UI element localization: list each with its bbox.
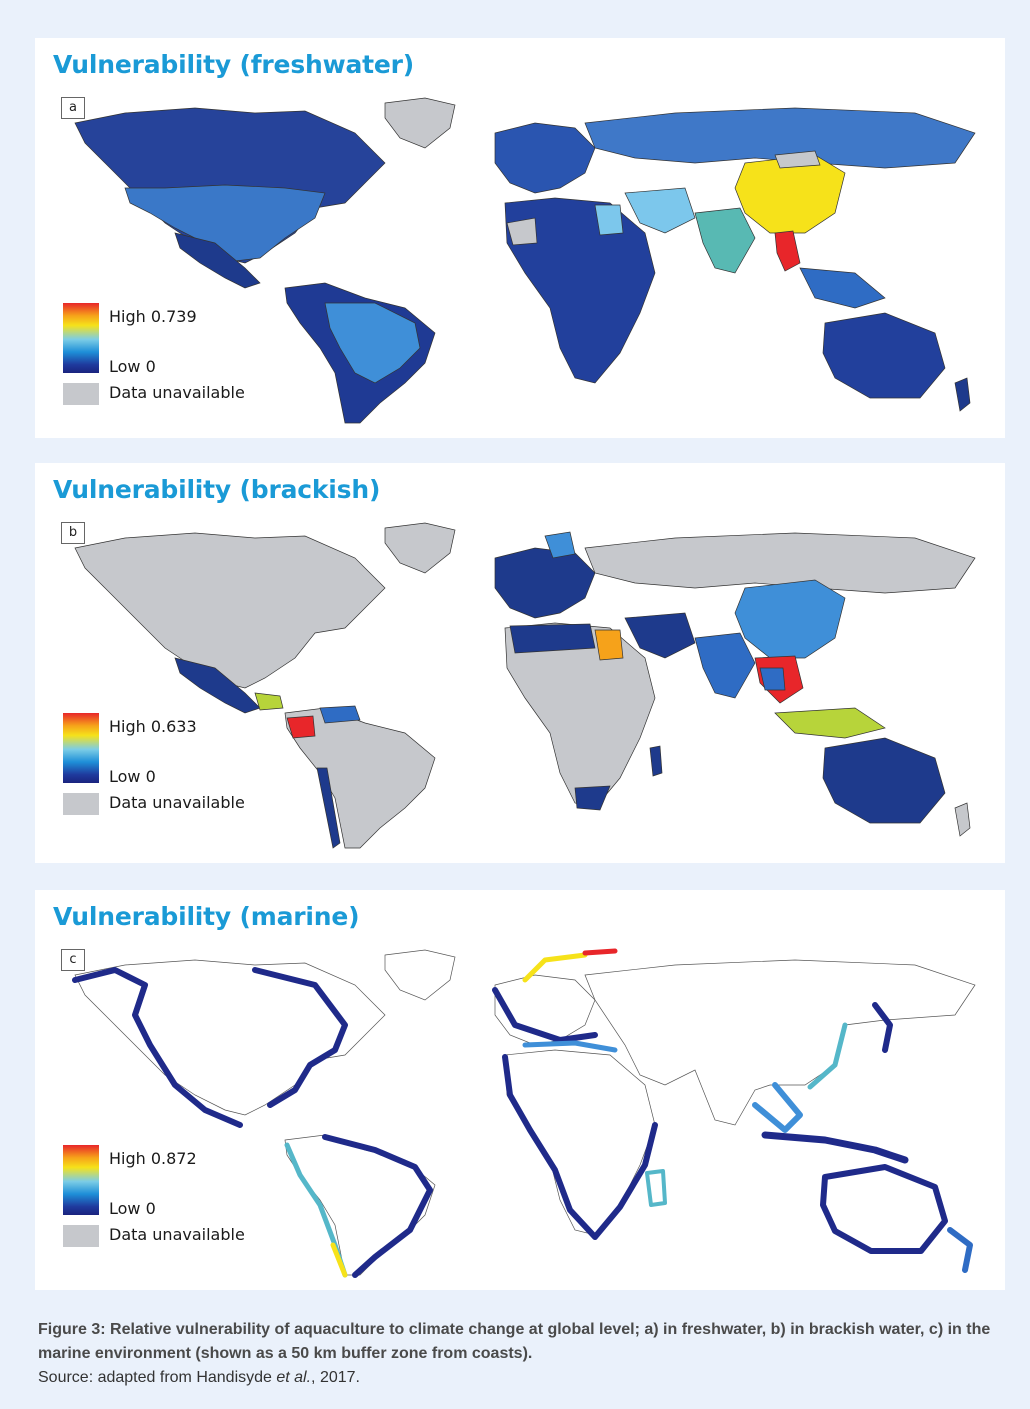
region-egypt <box>594 204 624 236</box>
legend-color-scale <box>63 1145 99 1215</box>
region-south-america <box>284 707 436 849</box>
coast-africa <box>502 1054 658 1240</box>
world-map-marine <box>72 948 976 1278</box>
panel-title: Vulnerability (brackish) <box>53 475 381 504</box>
legend-unavailable-label: Data unavailable <box>109 793 245 812</box>
region-vietnam <box>774 230 801 272</box>
brackish-map: b High 0.633 Low 0 Data unavailable <box>55 518 985 853</box>
region-australia <box>822 737 946 824</box>
region-madagascar <box>649 745 663 777</box>
region-north-america <box>74 532 386 689</box>
panel-letter: b <box>61 522 85 544</box>
coast-indonesia <box>761 1131 909 1164</box>
region-egypt <box>594 629 624 661</box>
legend-color-scale <box>63 713 99 783</box>
legend-low-label: Low 0 <box>109 1199 156 1218</box>
coast-japan <box>872 1002 893 1053</box>
legend-unavailable-label: Data unavailable <box>109 383 245 402</box>
region-south-africa <box>574 785 611 811</box>
source-prefix: Source: adapted from Handisyde <box>38 1369 277 1386</box>
legend-unavailable-swatch <box>63 1225 99 1247</box>
caption-source: Source: adapted from Handisyde et al., 2… <box>38 1366 998 1390</box>
legend-unavailable-label: Data unavailable <box>109 1225 245 1244</box>
region-india <box>694 632 756 699</box>
land-asia <box>584 959 976 1126</box>
coast-norway <box>522 952 588 983</box>
legend-color-scale <box>63 303 99 373</box>
region-new-zealand <box>954 377 971 412</box>
region-usa <box>124 184 326 262</box>
land-africa <box>504 1049 656 1236</box>
region-mexico <box>174 232 261 289</box>
freshwater-map: a High 0.739 Low 0 Data unavailable <box>55 93 985 428</box>
region-europe <box>494 122 596 194</box>
legend-unavailable-swatch <box>63 793 99 815</box>
legend-low-label: Low 0 <box>109 767 156 786</box>
region-north-africa <box>509 623 596 654</box>
panel-marine: Vulnerability (marine) <box>35 890 1005 1290</box>
region-new-zealand <box>954 802 971 837</box>
figure-caption: Figure 3: Relative vulnerability of aqua… <box>38 1318 998 1390</box>
region-thailand <box>759 667 786 691</box>
source-suffix: , 2017. <box>311 1369 360 1386</box>
caption-title: Figure 3: Relative vulnerability of aqua… <box>38 1321 991 1362</box>
region-russia <box>584 107 976 169</box>
region-central-america <box>254 692 284 711</box>
region-europe <box>494 547 596 619</box>
coast-madagascar <box>645 1169 667 1207</box>
region-se-asia <box>799 267 886 309</box>
panel-letter: c <box>61 949 85 971</box>
land-south-america <box>284 1134 436 1276</box>
region-mongolia <box>774 150 821 169</box>
world-map-freshwater <box>74 97 976 424</box>
region-greenland <box>384 522 456 574</box>
legend-high-label: High 0.739 <box>109 307 197 326</box>
region-mexico <box>174 657 261 714</box>
region-venezuela <box>319 705 361 724</box>
region-china <box>734 579 846 659</box>
coast-europe <box>492 987 598 1043</box>
region-india <box>694 207 756 274</box>
region-australia <box>822 312 946 399</box>
legend-unavailable-swatch <box>63 383 99 405</box>
coast-north-america-east <box>252 967 348 1108</box>
panel-title: Vulnerability (marine) <box>53 902 360 931</box>
region-west-africa-na <box>506 217 538 246</box>
coast-east-asia <box>807 1022 848 1090</box>
panel-letter: a <box>61 97 85 119</box>
source-etal: et al. <box>276 1369 312 1386</box>
region-chile <box>316 767 341 849</box>
coast-mediterranean <box>522 1040 618 1053</box>
region-scandinavia <box>544 531 576 559</box>
region-middle-east <box>624 612 696 659</box>
legend-low-label: Low 0 <box>109 357 156 376</box>
panel-freshwater: Vulnerability (freshwater) <box>35 38 1005 438</box>
panel-title: Vulnerability (freshwater) <box>53 50 415 79</box>
marine-map: c High 0.872 Low 0 Data unavailable <box>55 945 985 1280</box>
coast-russia-north <box>582 948 618 956</box>
coast-australia <box>820 1164 948 1254</box>
region-greenland <box>384 97 456 149</box>
coast-south-america-east <box>322 1134 433 1278</box>
world-map-brackish <box>74 522 976 849</box>
legend-high-label: High 0.872 <box>109 1149 197 1168</box>
coast-north-america-west <box>72 967 243 1128</box>
region-middle-east <box>624 187 696 234</box>
region-ecuador <box>286 715 316 739</box>
coast-chile-south <box>330 1242 348 1278</box>
panel-brackish: Vulnerability (brackish) <box>35 463 1005 863</box>
region-china <box>734 154 846 234</box>
region-indonesia <box>774 707 886 739</box>
coast-new-zealand <box>947 1227 973 1273</box>
region-russia <box>584 532 976 594</box>
coast-se-asia <box>752 1082 803 1133</box>
legend-high-label: High 0.633 <box>109 717 197 736</box>
land-greenland <box>384 949 456 1001</box>
region-brazil <box>324 302 421 384</box>
